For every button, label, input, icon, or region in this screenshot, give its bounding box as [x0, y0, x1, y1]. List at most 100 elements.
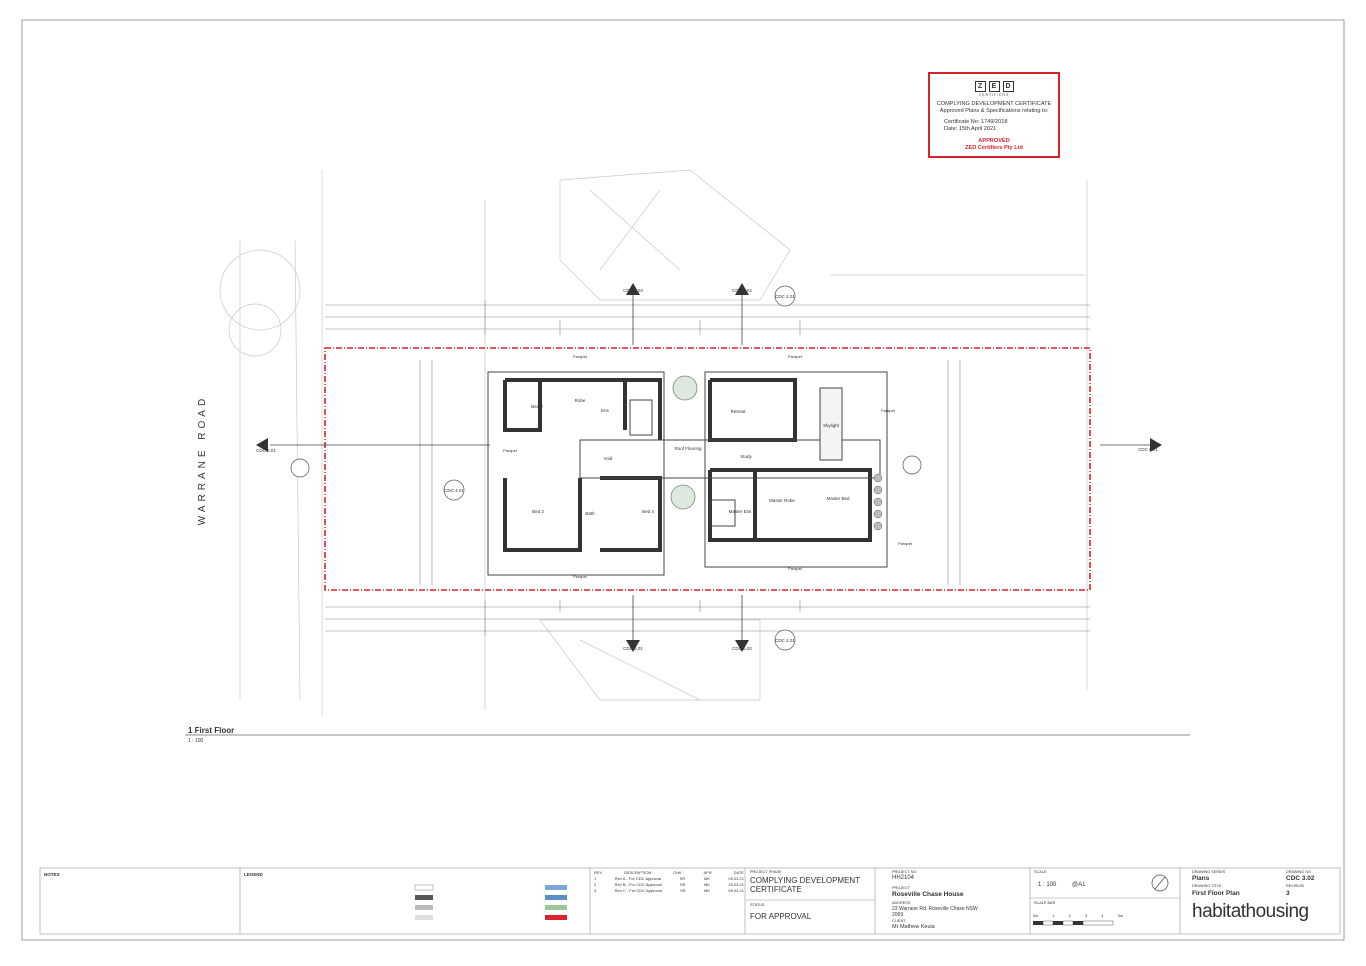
project-label: PROJECT — [892, 886, 910, 890]
cdc-marker-a: CDC 5.03 — [623, 288, 643, 293]
paper-size: @A1 — [1072, 882, 1086, 888]
project-phase-label: PROJECT PHASE — [750, 870, 782, 874]
cdc-marker-g: CDC 5.01 — [256, 448, 276, 453]
tick-2: 2 — [1068, 914, 1071, 918]
status: FOR APPROVAL — [750, 912, 812, 921]
project-phase: COMPLYING DEVELOPMENT CERTIFICATE — [750, 876, 860, 894]
legend-swatches — [414, 884, 567, 920]
view-title: 1 First Floor — [188, 726, 234, 735]
logo-subtitle: CERTIFIERS — [978, 93, 1010, 97]
view-scale: 1 : 100 — [188, 738, 204, 744]
room-skylight: Skylight — [823, 423, 840, 428]
drawing-no-label: DRAWING NO — [1286, 870, 1311, 874]
tree-symbols — [670, 375, 698, 510]
address: 23 Warrane Rd, Roseville Chase NSW 2069 — [892, 906, 978, 918]
scale-bar-ticks: 0m 1 2 3 4 5m — [1033, 914, 1123, 918]
planter-row — [873, 473, 883, 531]
cdc-marker-e: CDC 5.02 — [732, 646, 752, 651]
rev-col-desc: DESCRIPTION — [624, 870, 652, 875]
rev-col-apr: APR — [703, 870, 712, 875]
cdc-marker-c: CDC 4.01 — [775, 294, 795, 299]
cdc-marker-b: CDC 5.02 — [732, 288, 752, 293]
sheet-border — [21, 19, 1345, 941]
elevation-bubbles — [290, 285, 922, 651]
rev-col-date: DATE — [733, 870, 744, 875]
parapet-3: Parapet — [573, 574, 588, 579]
revision-row: 1 Rev A - For CDC Approval SR MK 05.03.2… — [594, 876, 744, 881]
side-dimensions — [419, 360, 961, 585]
room-bed2: Bed 2 — [531, 404, 543, 409]
tick-5: 5m — [1117, 914, 1123, 918]
rev1-date: 05.03.21 — [728, 876, 744, 881]
context-linework — [219, 169, 1088, 715]
zed-logo: Z E D — [930, 81, 1058, 92]
room-master-bed: Master Bed — [826, 496, 850, 501]
bottom-dimensions — [325, 600, 1090, 636]
parapet-labels: Parapet Parapet Parapet Parapet Parapet … — [503, 354, 913, 579]
rev1-desc: Rev A - For CDC Approval — [614, 876, 662, 881]
parapet-2: Parapet — [788, 354, 803, 359]
project-no-label: PROJECT NO — [892, 870, 917, 874]
rev2-desc: Rev B - For CDC Approval — [614, 882, 662, 887]
stamp-date: Date: 15th April 2021 — [944, 126, 997, 132]
revision-row: 3 Rev C - For CDC Approval SR MK 09.04.2… — [594, 888, 744, 893]
room-labels: Bed 2 Robe Ens Retreat Skylight Study Vo… — [531, 398, 850, 516]
north-arrow-icon — [1151, 874, 1169, 892]
top-dimensions — [325, 300, 1090, 335]
notes-title: NOTES — [44, 872, 60, 877]
room-bath: Bath — [585, 511, 595, 516]
street-name: WARRANE ROAD — [197, 395, 208, 525]
rev3-chk: SR — [680, 888, 686, 893]
scale-value: 1 : 100 — [1038, 882, 1057, 888]
brand-logo: habitathousing — [1192, 901, 1309, 922]
logo-letter-d: D — [1002, 81, 1014, 92]
drawing-series-label: DRAWING SERIES — [1192, 870, 1226, 874]
cdc-marker-f: CDC 4.01 — [775, 638, 795, 643]
tick-3: 3 — [1085, 914, 1088, 918]
rev1-apr: MK — [703, 876, 710, 881]
rev1-chk: SR — [679, 876, 686, 881]
revision-header: REV DESCRIPTION CHK APR DATE — [594, 870, 744, 875]
client: Mr Mathew Keuia — [892, 924, 935, 930]
address-label: ADDRESS — [892, 901, 911, 905]
room-ens: Ens — [601, 408, 610, 413]
parapet-1: Parapet — [573, 354, 588, 359]
room-retreat: Retreat — [731, 409, 747, 414]
logo-letter-e: E — [988, 81, 1000, 92]
stamp-approved: APPROVED — [978, 138, 1010, 144]
room-roof-flooring: Roof Flooring — [674, 446, 702, 451]
tick-0: 0m — [1033, 914, 1039, 918]
room-study: Study — [740, 454, 752, 459]
cdc-marker-d: CDC 5.01 — [623, 646, 643, 651]
approval-stamp: Z E D CERTIFIERS COMPLYING DEVELOPMENT C… — [928, 72, 1060, 158]
section-markers — [270, 295, 1150, 645]
room-robe: Robe — [575, 398, 586, 403]
floor-plan-walls — [503, 378, 872, 552]
rev2-apr: MK — [703, 882, 710, 887]
cdc-marker-h: CDC 5.01 — [1138, 447, 1158, 452]
stamp-line2: Approved Plans & Specifications relating… — [939, 108, 1049, 114]
parapet-5: Parapet — [881, 408, 896, 413]
room-master-robe: Master Robe — [769, 498, 795, 503]
drawing-title-label: DRAWING TITLE — [1192, 884, 1222, 888]
drawing-title: First Floor Plan — [1192, 890, 1240, 897]
revision-row: 2 Rev B - For CDC Approval SR MK 25.03.2… — [594, 882, 744, 887]
rev2-no: 2 — [594, 882, 597, 887]
room-bed4: Bed 4 — [642, 509, 654, 514]
parapet-6: Parapet — [898, 541, 913, 546]
legend-title: LEGEND — [244, 872, 263, 877]
title-block-frame — [39, 867, 1341, 935]
room-master-ens: Master Ens — [729, 509, 753, 514]
scale-label: SCALE — [1034, 870, 1047, 874]
client-label: CLIENT — [892, 919, 906, 923]
rev-col-rev: REV — [594, 870, 603, 875]
rev-col-chk: CHK — [673, 870, 682, 875]
stamp-line1: COMPLYING DEVELOPMENT CERTIFICATE — [936, 101, 1052, 107]
rev2-chk: SR — [679, 882, 686, 887]
rev3-no: 3 — [594, 888, 597, 893]
status-label: STATUS — [750, 903, 765, 907]
parapet-4: Parapet — [788, 566, 803, 571]
room-storage: Storage — [725, 467, 741, 472]
rev3-desc: Rev C - For CDC Approval — [614, 888, 662, 893]
